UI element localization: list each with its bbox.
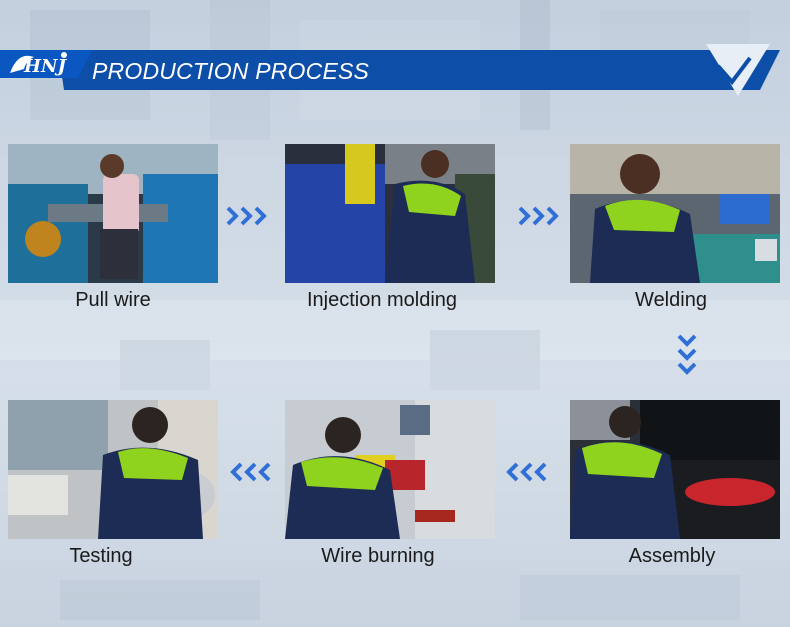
photo-assembly xyxy=(570,400,780,539)
chevron-down-icon xyxy=(677,334,697,375)
chevron-left-icon xyxy=(506,462,547,482)
step-label-injection-molding: Injection molding xyxy=(306,289,458,311)
header-banner xyxy=(0,44,780,96)
svg-text:HNJ: HNJ xyxy=(23,56,67,77)
photo-pull-wire xyxy=(8,144,218,283)
photo-testing xyxy=(8,400,218,539)
step-label-wire-burning: Wire burning xyxy=(321,545,435,567)
step-label-welding: Welding xyxy=(635,289,707,311)
photo-injection-molding xyxy=(285,144,495,283)
step-label-pull-wire: Pull wire xyxy=(75,289,151,311)
chevron-right-icon xyxy=(226,206,267,226)
chevron-right-icon xyxy=(518,206,559,226)
step-label-assembly: Assembly xyxy=(628,545,716,567)
step-label-testing: Testing xyxy=(69,545,133,567)
company-logo: HNJ xyxy=(10,52,67,77)
photo-wire-burning xyxy=(285,400,495,539)
page-title: PRODUCTION PROCESS xyxy=(92,58,370,84)
photo-welding xyxy=(570,144,780,283)
chevron-left-icon xyxy=(230,462,271,482)
